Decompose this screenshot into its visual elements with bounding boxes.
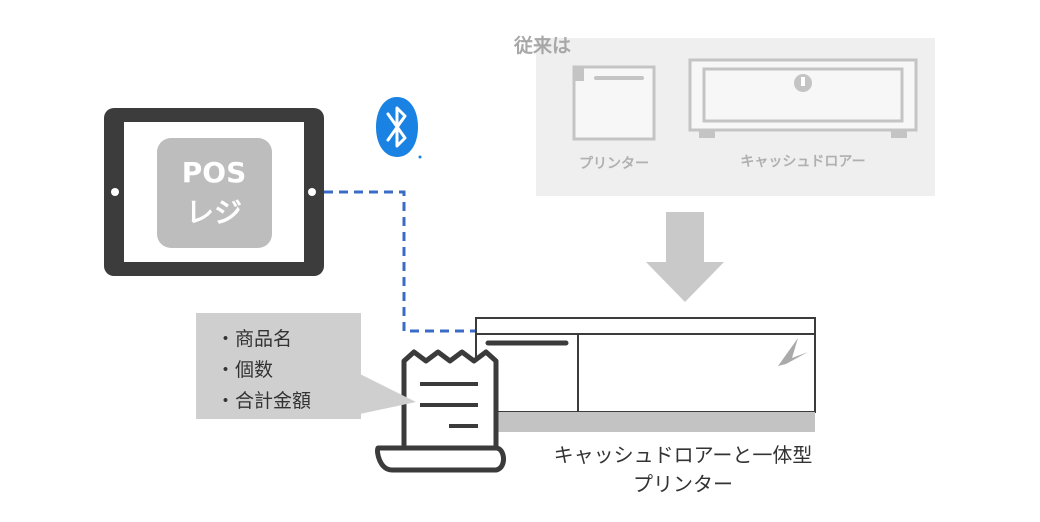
- tablet: POS レジ: [104, 108, 324, 276]
- integrated-device-caption-line2: プリンター: [633, 472, 733, 496]
- bluetooth-connection-line: [324, 190, 478, 333]
- integrated-device-caption-line1: キャッシュドロアーと一体型: [554, 443, 813, 467]
- bluetooth-icon: [376, 97, 422, 159]
- before-panel: 従来は プリンター キャッシュドロアー: [513, 34, 935, 196]
- separate-cash-drawer-icon: [688, 58, 918, 132]
- drawer-inner-panel: [702, 67, 904, 123]
- receipt-icon: [375, 349, 506, 473]
- printer-button: [574, 67, 584, 81]
- receipt-info-item-2: ・個数: [216, 359, 273, 381]
- callout-box: [196, 313, 361, 419]
- tablet-home-button: [308, 188, 316, 196]
- tablet-camera: [111, 188, 119, 196]
- drawer-foot-left: [699, 131, 715, 138]
- integrated-device-base: [476, 412, 815, 432]
- before-drawer-label: キャッシュドロアー: [740, 154, 865, 170]
- integrated-device-body: [475, 317, 816, 413]
- integrated-printer-drawer: [475, 317, 816, 432]
- down-arrow-icon: [646, 212, 724, 302]
- drawer-foot-right: [891, 131, 907, 138]
- pos-app-tile[interactable]: [157, 138, 272, 248]
- pos-app-line2: レジ: [186, 196, 242, 229]
- receipt-info-item-3: ・合計金額: [216, 390, 311, 412]
- brand-logo-icon: [778, 338, 808, 366]
- callout-pointer: [360, 374, 416, 414]
- before-printer-label: プリンター: [579, 156, 649, 172]
- receipt-info-callout: ・商品名 ・個数 ・合計金額: [196, 313, 416, 419]
- receipt-info-item-1: ・商品名: [216, 328, 292, 350]
- before-heading: 従来は: [513, 34, 571, 57]
- pos-app-line1: POS: [182, 156, 247, 189]
